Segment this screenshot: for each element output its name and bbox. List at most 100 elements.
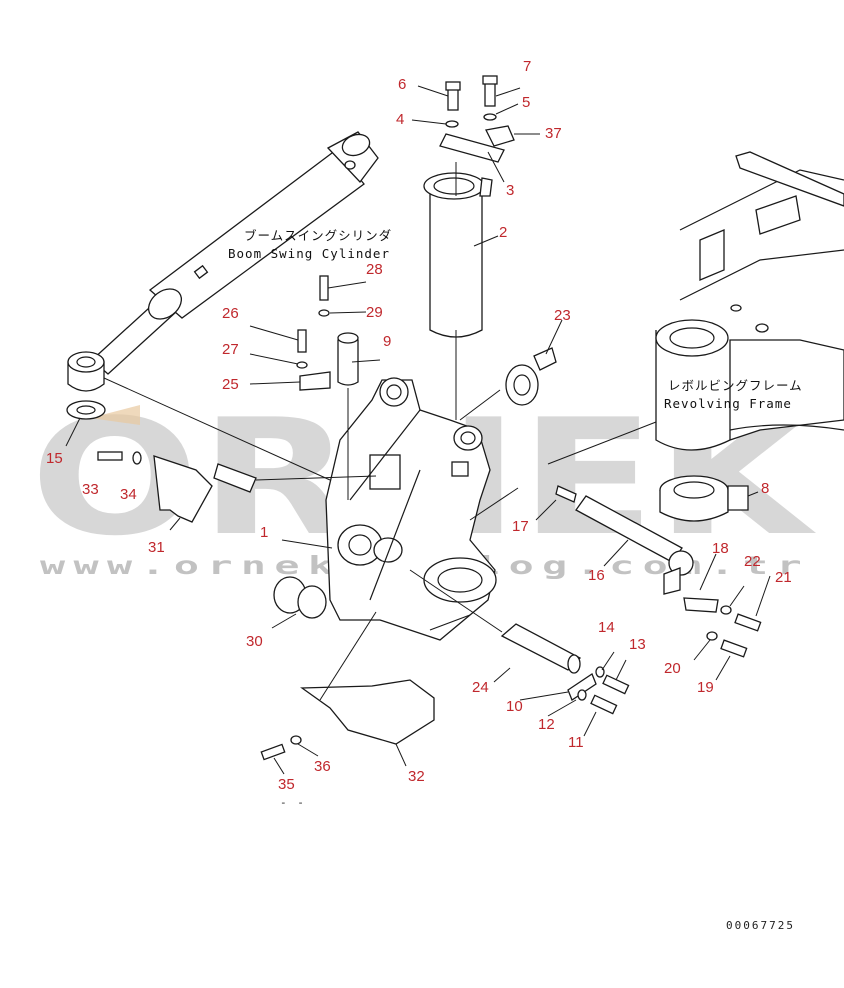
plate-10 — [567, 673, 597, 701]
leader-lines — [65, 85, 771, 775]
frame-rail — [735, 151, 844, 207]
plate-3 — [439, 133, 505, 163]
bracket-block — [369, 454, 401, 490]
callouts: 1 2 3 4 5 6 7 8 9 10 11 12 13 14 15 16 1… — [46, 58, 792, 793]
callout-18: 18 — [712, 540, 729, 557]
washer-29 — [318, 309, 330, 317]
bracket-lower-bore — [348, 534, 372, 556]
callout-36: 36 — [314, 758, 331, 775]
caption-boom-swing-jp: ブームスイングシリンダ — [244, 228, 392, 243]
axis-bushing-23 — [459, 389, 501, 421]
bolt-11 — [590, 694, 618, 715]
callout-1: 1 — [260, 524, 268, 541]
bushing-bore — [433, 177, 475, 195]
watermark-accent — [90, 405, 140, 425]
axis-clamp — [255, 475, 377, 481]
axis-rod-eye — [103, 377, 331, 481]
callout-22: 22 — [744, 553, 761, 570]
bushing-23 — [505, 364, 539, 406]
bushing-8-body — [659, 490, 729, 522]
bracket-slot — [429, 614, 471, 631]
frame-boss-top — [655, 319, 729, 357]
bracket-right-eye — [453, 425, 483, 451]
caption-boom-swing-en: Boom Swing Cylinder — [228, 246, 390, 261]
bushing-23-tab — [533, 347, 557, 371]
callout-32: 32 — [408, 768, 425, 785]
bolt-13 — [602, 674, 630, 695]
bolt-35 — [260, 743, 286, 761]
washer-30b — [297, 585, 327, 619]
plate-25 — [299, 371, 331, 391]
rod-eye-top — [67, 351, 105, 373]
callout-11: 11 — [568, 734, 584, 751]
plate-31 — [153, 455, 213, 523]
callout-24: 24 — [472, 679, 489, 696]
bushing-tab — [479, 177, 493, 197]
cylinder-port-2 — [193, 264, 209, 280]
bracket-37 — [485, 125, 515, 147]
callout-26: 26 — [222, 305, 239, 322]
bushing-23-bore — [513, 374, 531, 396]
pin-24-end — [567, 654, 581, 674]
callout-13: 13 — [629, 636, 646, 653]
cover-32 — [300, 679, 435, 745]
frame-boss-bore — [669, 327, 715, 349]
callout-34: 34 — [120, 486, 137, 503]
callout-5: 5 — [522, 94, 530, 111]
bushing-2 — [423, 172, 493, 338]
bracket-pin-boss — [373, 537, 403, 563]
callout-30: 30 — [246, 633, 263, 650]
bolt-7-head — [482, 75, 498, 85]
callout-29: 29 — [366, 304, 383, 321]
bolt-6-head — [445, 81, 461, 91]
bushing-flange — [423, 172, 485, 200]
cylinder-port — [344, 160, 356, 170]
bolt-21 — [734, 613, 762, 632]
frame-mid-edge — [679, 249, 844, 301]
callout-33: 33 — [82, 481, 99, 498]
callout-35: 35 — [278, 776, 295, 793]
frame-lug — [699, 229, 725, 281]
bushing-body — [429, 189, 483, 338]
bolt-19 — [720, 639, 748, 658]
callout-19: 19 — [697, 679, 714, 696]
callout-27: 27 — [222, 341, 239, 358]
bracket-edge — [349, 409, 421, 501]
callout-2: 2 — [499, 224, 507, 241]
hose-clamp — [213, 463, 257, 493]
washer-20 — [706, 631, 718, 641]
callout-16: 16 — [588, 567, 605, 584]
callout-31: 31 — [148, 539, 165, 556]
bracket-upper-bore — [386, 384, 402, 400]
callout-12: 12 — [538, 716, 555, 733]
washer-12 — [577, 689, 587, 701]
bracket-edge-2 — [369, 469, 421, 601]
cylinder-gland — [147, 288, 183, 320]
bracket-upper-eye — [379, 377, 409, 407]
axis-pin-24 — [409, 569, 503, 633]
callout-20: 20 — [664, 660, 681, 677]
caption-revolving-jp: レボルビングフレーム — [668, 378, 803, 393]
caption-revolving-en: Revolving Frame — [664, 396, 792, 411]
frame-lug-2 — [755, 195, 801, 235]
bushing-8-tab — [727, 485, 749, 511]
bracket-lower-ring-bore — [437, 567, 483, 593]
bolt-33 — [97, 451, 123, 461]
callout-8: 8 — [761, 480, 769, 497]
washer-4 — [445, 120, 459, 128]
frame-hole — [755, 323, 769, 333]
washer-27 — [296, 361, 308, 369]
callout-7: 7 — [523, 58, 531, 75]
frame-hole-2 — [730, 304, 742, 312]
callout-9: 9 — [383, 333, 391, 350]
bolt-28 — [319, 275, 329, 301]
pin-24 — [500, 623, 582, 671]
callout-17: 17 — [512, 518, 529, 535]
callout-21: 21 — [775, 569, 792, 586]
pin-16 — [575, 495, 683, 563]
bracket-fitting — [451, 461, 469, 477]
washer-15-bore — [76, 405, 96, 415]
callout-3: 3 — [506, 182, 514, 199]
